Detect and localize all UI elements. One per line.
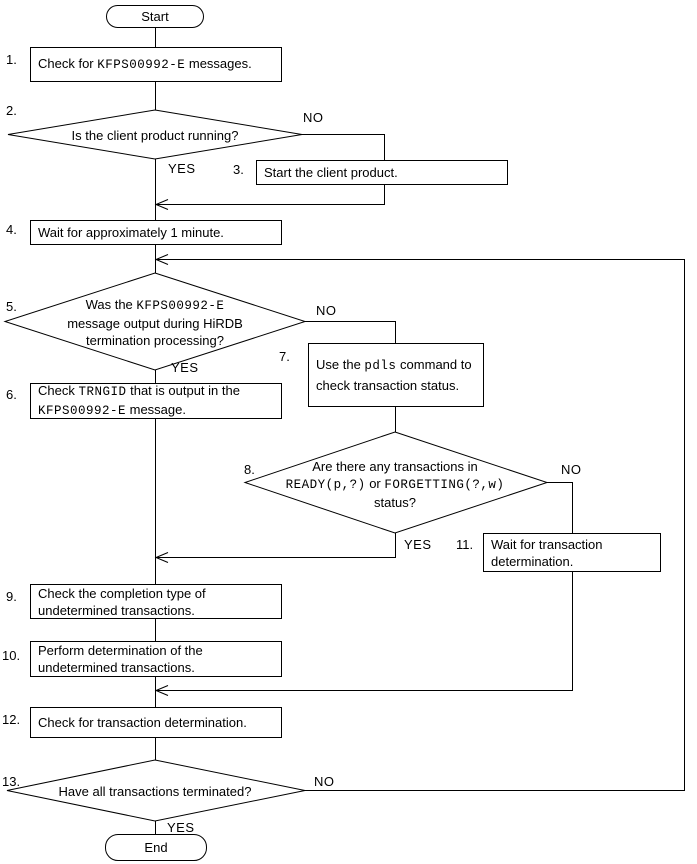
decision-5-diamond [3, 272, 307, 371]
code-kfps00992e: KFPS00992-E [38, 404, 127, 418]
step-9-number: 9. [6, 589, 17, 604]
step-11-label-line1: Wait for transaction [491, 536, 603, 552]
step-9-box: Check the completion type of undetermine… [30, 584, 282, 619]
end-label: End [144, 840, 168, 855]
step-12-box: Check for transaction determination. [30, 707, 282, 738]
code-pdls: pdls [364, 358, 397, 373]
step-3-number: 3. [233, 162, 244, 177]
start-terminal: Start [106, 5, 204, 28]
step-7-label-line2: check transaction status. [316, 377, 460, 393]
merge-arrowheads [154, 199, 169, 696]
d5-no-connector [305, 321, 396, 432]
decision-2-label: Is the client product running? [71, 128, 239, 143]
step-12-number: 12. [2, 712, 21, 727]
step-4-label: Wait for approximately 1 minute. [38, 225, 224, 240]
decision-5-yes-label: YES [171, 360, 199, 375]
step-1-label: Check for KFPS00992-E messages. [38, 56, 252, 72]
step-10-number: 10. [2, 648, 21, 663]
decision-2-diamond [7, 109, 303, 160]
step-6-label-line1: Check TRNGID that is output in the [38, 383, 240, 399]
step-12-label: Check for transaction determination. [38, 715, 247, 730]
decision-8-label-line1: Are there any transactions in [312, 459, 478, 474]
step-10-label-line1: Perform determination of the [38, 643, 203, 658]
step-3-box: Start the client product. [256, 160, 508, 185]
start-label: Start [141, 9, 169, 24]
decision-5-no-label: NO [316, 303, 337, 318]
step-10-box: Perform determination of the undetermine… [30, 641, 282, 677]
decision-2-no-label: NO [303, 110, 324, 125]
decision-8-label-line2: READY(p,?) or FORGETTING(?,w) [285, 476, 505, 492]
decision-8-yes-label: YES [404, 537, 432, 552]
step-5-number: 5. [6, 299, 17, 314]
decision-5-label-line3: termination processing? [85, 333, 225, 348]
code-forgetting-status: FORGETTING(?,w) [384, 478, 505, 492]
decision-8-diamond [243, 431, 549, 534]
decision-8-label: Are there any transactions in READY(p,?)… [250, 458, 540, 511]
step-6-number: 6. [6, 387, 17, 402]
step-11-number: 11. [456, 537, 474, 552]
step-7-label-line1: Use the pdls command to [316, 356, 472, 373]
end-terminal: End [105, 834, 207, 861]
code-kfps00992e: KFPS00992-E [97, 58, 186, 72]
code-kfps00992e: KFPS00992-E [136, 299, 225, 313]
step-2-number: 2. [6, 103, 17, 118]
step-3-label: Start the client product. [264, 165, 398, 180]
d2-no-connector [157, 134, 385, 205]
decision-5-label-line1: Was the KFPS00992-E [85, 297, 225, 313]
d8-connectors [157, 482, 573, 691]
decision-13-no-label: NO [314, 774, 335, 789]
code-trngid: TRNGID [78, 385, 127, 399]
step-11-label-line2: determination. [491, 553, 574, 569]
decision-13-yes-label: YES [167, 820, 195, 835]
step-6-label-line2: KFPS00992-E message. [38, 402, 186, 418]
step-4-number: 4. [6, 222, 17, 237]
step-1-number: 1. [6, 52, 17, 67]
step-6-box: Check TRNGID that is output in the KFPS0… [30, 383, 282, 419]
step-7-number: 7. [279, 349, 290, 364]
step-1-box: Check for KFPS00992-E messages. [30, 47, 282, 82]
decision-2-yes-label: YES [168, 161, 196, 176]
step-10-label-line2: undetermined transactions. [38, 660, 195, 675]
decision-13-label: Have all transactions terminated? [58, 784, 252, 799]
decision-8-no-label: NO [561, 462, 582, 477]
step-13-number: 13. [2, 774, 21, 789]
decision-13-diamond [6, 759, 306, 822]
decision-8-label-line3: status? [374, 495, 416, 510]
decision-5-label: Was the KFPS00992-E message output durin… [30, 296, 280, 349]
decision-5-label-line2: message output during HiRDB [67, 316, 243, 331]
d13-no-feedback-connector [157, 259, 685, 791]
step-7-box: Use the pdls command to check transactio… [308, 343, 484, 407]
step-9-label-line2: undetermined transactions. [38, 602, 195, 618]
step-4-box: Wait for approximately 1 minute. [30, 220, 282, 245]
step-11-box: Wait for transaction determination. [483, 533, 661, 572]
step-8-number: 8. [244, 462, 255, 477]
code-ready-status: READY(p,?) [285, 478, 366, 492]
step-9-label-line1: Check the completion type of [38, 585, 206, 601]
